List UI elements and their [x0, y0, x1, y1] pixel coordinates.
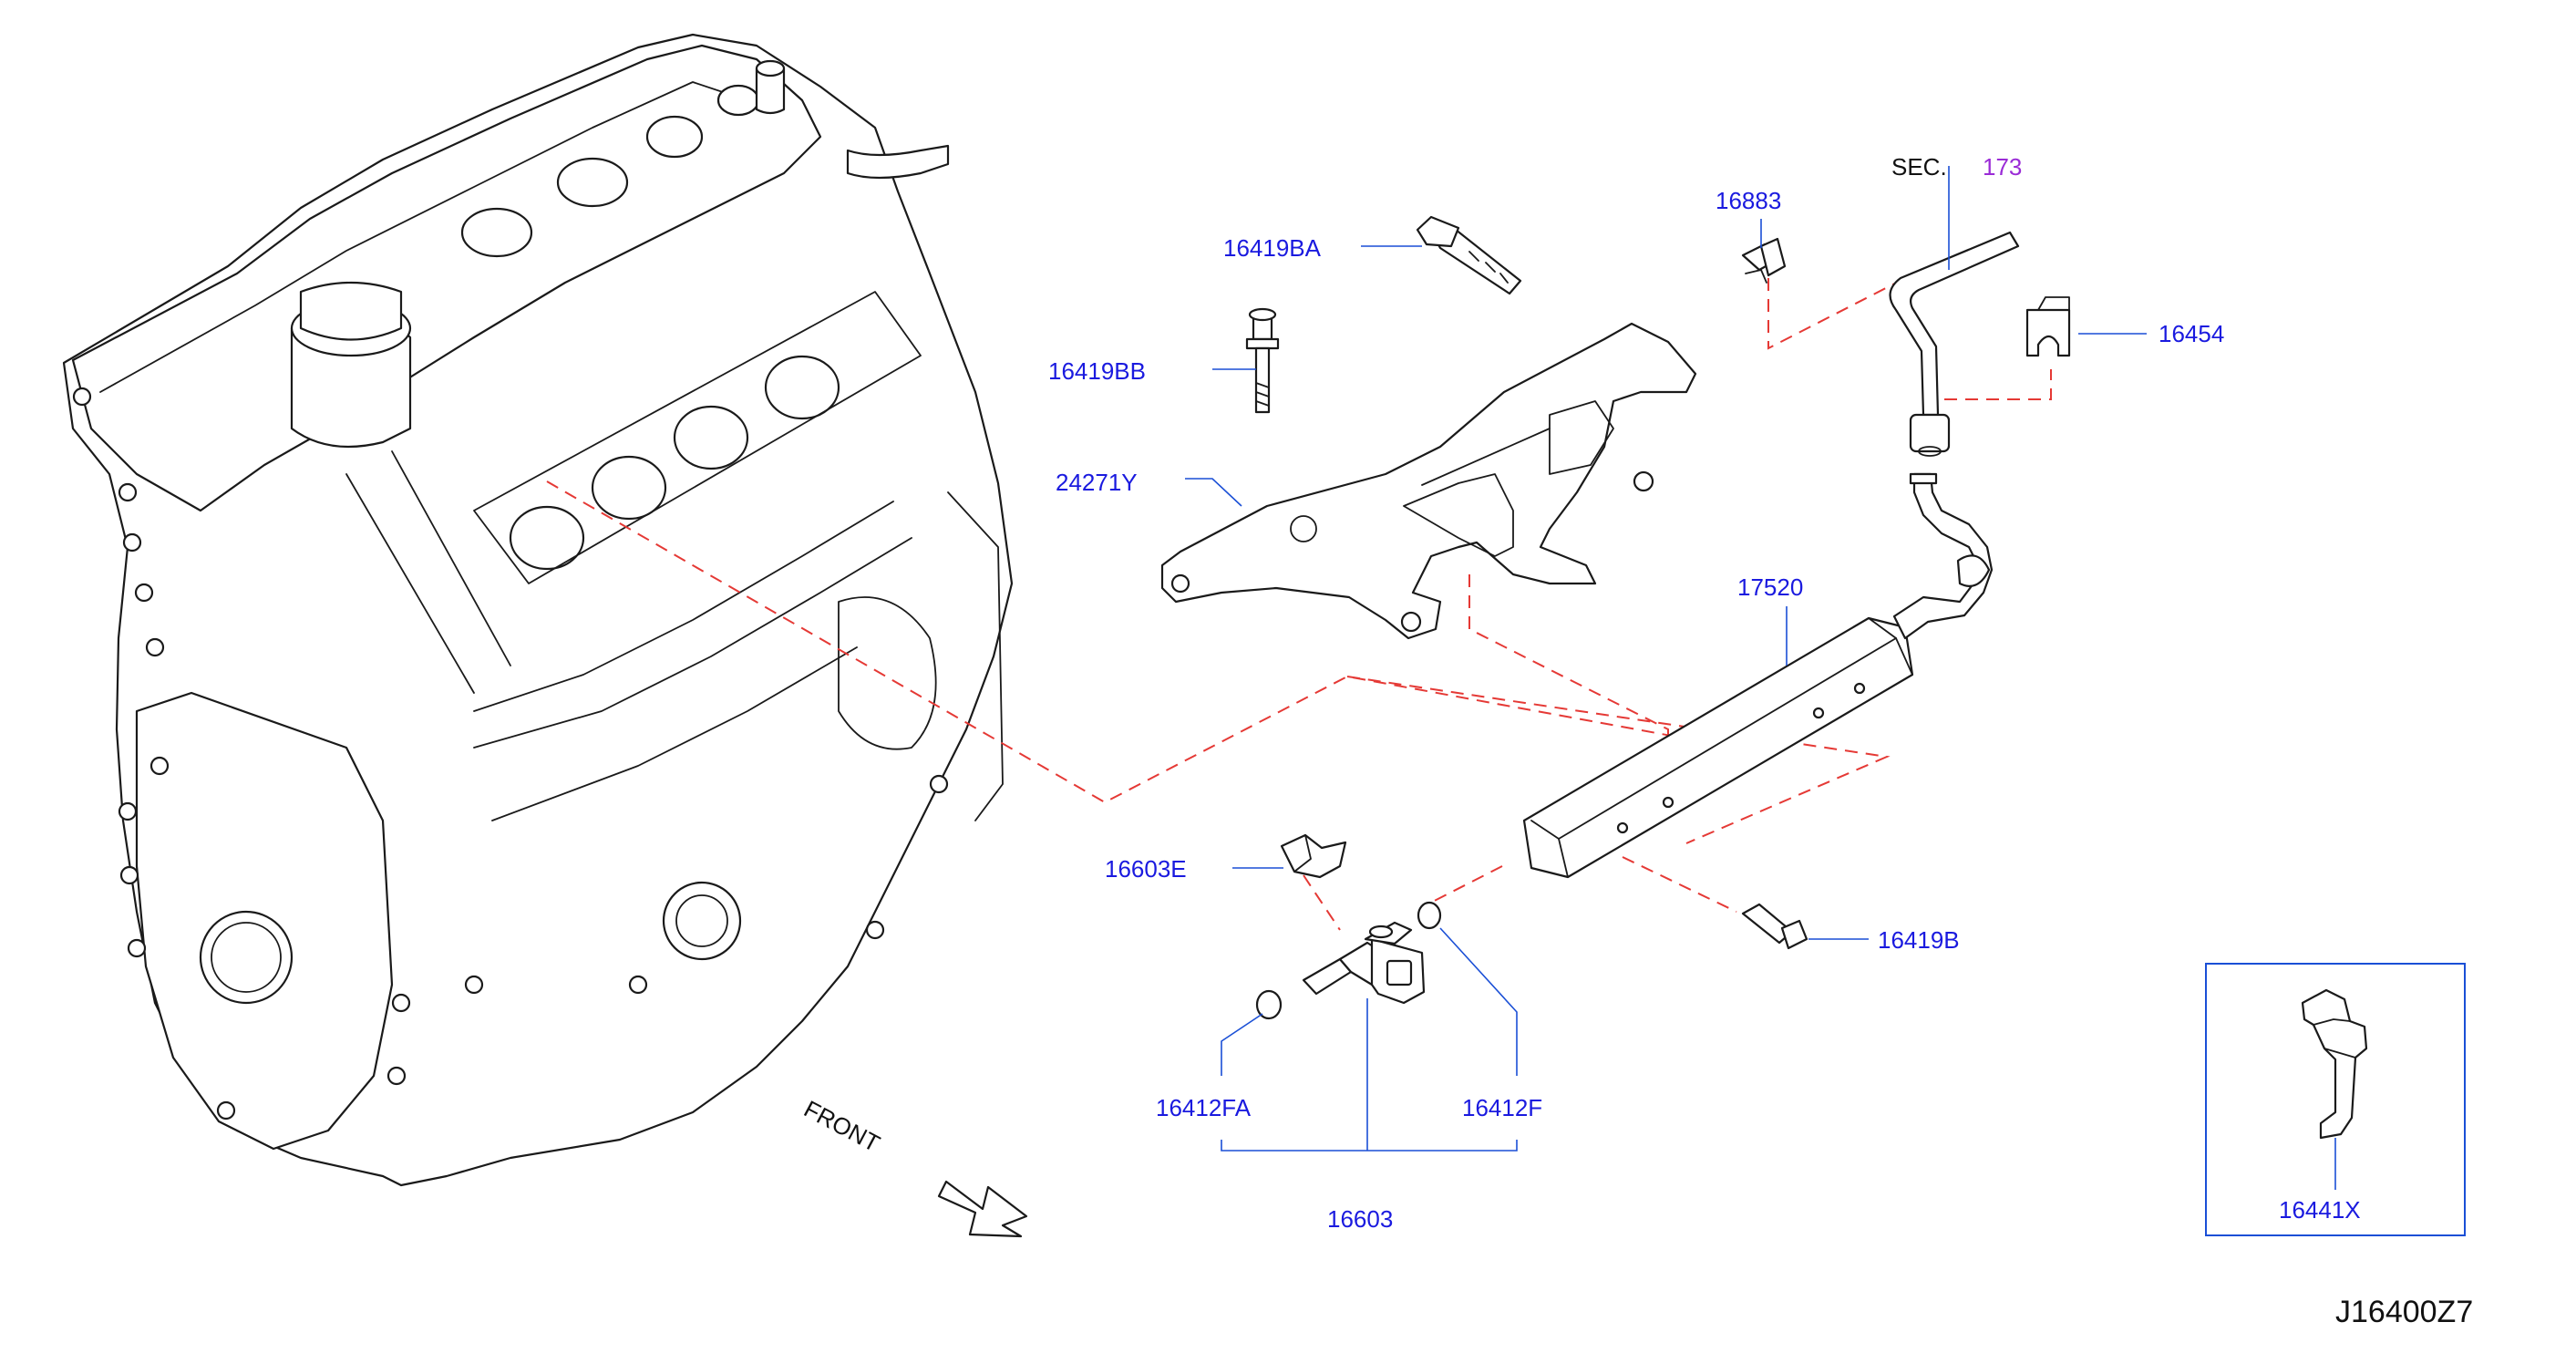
injector-16603-part — [1302, 921, 1426, 1005]
bolt-16419B-part — [1741, 903, 1808, 950]
oring-16412FA-part — [1255, 989, 1283, 1020]
clip-16883-part — [1741, 237, 1787, 284]
clip-16603E-part — [1280, 833, 1347, 879]
bracket-24271Y-part — [1160, 322, 1697, 640]
label-17520: 17520 — [1737, 573, 1803, 601]
label-16454: 16454 — [2159, 320, 2224, 347]
label-16412FA: 16412FA — [1156, 1094, 1252, 1121]
label-16603: 16603 — [1327, 1205, 1393, 1233]
fuel-rail-17520-part — [1522, 472, 1994, 879]
label-sec-prefix: SEC. — [1891, 153, 1947, 181]
label-24271Y: 24271Y — [1056, 469, 1138, 496]
part-labels: 16419BA 16419BB 24271Y 16883 SEC. 173 16… — [1048, 153, 2473, 1329]
label-16419BA: 16419BA — [1223, 234, 1322, 262]
oring-16412F-part — [1417, 901, 1442, 930]
bolt-16419BA-part — [1416, 215, 1522, 295]
label-16441X: 16441X — [2279, 1196, 2361, 1224]
label-16412F: 16412F — [1462, 1094, 1542, 1121]
clamp-16454-part — [2025, 296, 2071, 357]
label-16603E: 16603E — [1105, 855, 1187, 883]
label-16419B: 16419B — [1878, 926, 1960, 954]
leader-lines — [1185, 166, 2147, 1152]
label-sec-number: 173 — [1983, 153, 2022, 181]
label-16883: 16883 — [1716, 187, 1781, 214]
bolt-16419BB-part — [1245, 307, 1280, 414]
front-direction-indicator: FRONT — [799, 1095, 1028, 1238]
front-label: FRONT — [799, 1095, 884, 1158]
label-16419BB: 16419BB — [1048, 357, 1146, 385]
fuel-hose-part — [1889, 231, 2020, 457]
diagram-code: J16400Z7 — [2335, 1295, 2473, 1329]
front-arrow-icon — [937, 1180, 1028, 1238]
engine-block-illustration — [62, 33, 1014, 1187]
inset-box-16441X — [2205, 963, 2466, 1236]
